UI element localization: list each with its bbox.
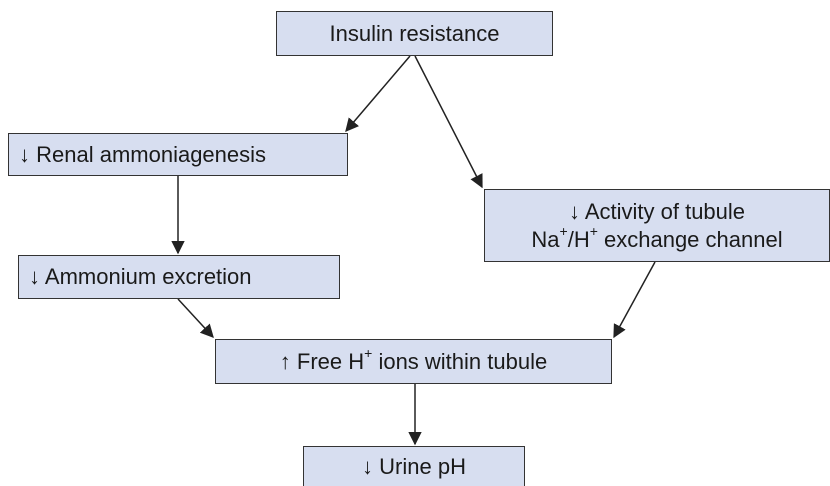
node-renal-ammoniagenesis: ↓ Renal ammoniagenesis [8, 133, 348, 176]
node-ammonium-excretion-label: ↓ Ammonium excretion [29, 264, 252, 289]
h-text: /H [567, 226, 590, 252]
h-superscript: + [589, 223, 598, 240]
free-h-prefix: ↑ Free H [279, 348, 365, 374]
arrow-ammonium-to-freeh [177, 298, 214, 338]
node-urine-ph-label: ↓ Urine pH [362, 453, 466, 479]
node-tubule-activity-line2: Na+/H+ exchange channel [531, 223, 783, 254]
node-ammonium-excretion: ↓ Ammonium excretion [18, 255, 340, 299]
node-renal-ammoniagenesis-label: ↓ Renal ammoniagenesis [19, 141, 267, 167]
free-h-superscript: + [364, 345, 373, 362]
arrow-insulin-to-tubule [414, 55, 483, 189]
node-urine-ph: ↓ Urine pH [303, 446, 525, 486]
free-h-suffix: ions within tubule [372, 348, 548, 374]
na-superscript: + [559, 223, 568, 240]
na-text: Na [531, 226, 560, 252]
node-tubule-activity: ↓ Activity of tubule Na+/H+ exchange cha… [484, 189, 830, 262]
arrow-insulin-to-renal [345, 55, 411, 133]
node-free-h-ions: ↑ Free H+ ions within tubule [215, 339, 612, 384]
node-free-h-ions-label: ↑ Free H+ ions within tubule [279, 345, 548, 376]
node-insulin-resistance-label: Insulin resistance [329, 20, 500, 46]
node-insulin-resistance: Insulin resistance [276, 11, 553, 56]
arrow-tubule-to-freeh [613, 261, 656, 339]
node-tubule-activity-line1: ↓ Activity of tubule [568, 198, 746, 224]
exchange-channel-text: exchange channel [597, 226, 783, 252]
